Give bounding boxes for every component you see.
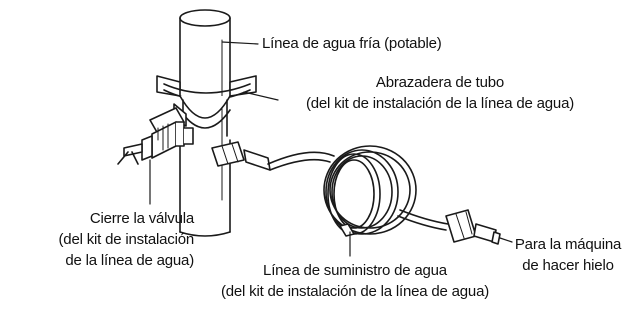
shutoff-valve [117,107,194,165]
water-pipe [179,9,231,237]
coiled-supply-line [267,145,449,237]
valve-nut [211,141,271,171]
label-pipe-clamp-line2: (del kit de instalación de la línea de a… [305,95,575,112]
label-pipe-clamp: Abrazadera de tubo (del kit de instalaci… [280,72,600,114]
label-supply-line-line2: (del kit de instalación de la línea de a… [220,283,490,300]
label-supply-line: Línea de suministro de agua (del kit de … [195,260,515,302]
label-supply-line-line1: Línea de suministro de agua [263,262,447,279]
end-fitting [445,209,501,245]
label-pipe-clamp-line1: Abrazadera de tubo [375,74,505,91]
label-ice-maker: Para la máquina de hacer hielo [506,234,630,276]
label-shutoff-valve-line2: (del kit de instalación [58,231,195,248]
leader-lines [149,41,513,257]
label-cold-water-line: Línea de agua fría (potable) [262,35,442,52]
label-shutoff-valve-line1: Cierre la válvula [89,210,194,227]
label-ice-maker-line1: Para la máquina [514,236,622,253]
label-ice-maker-line2: de hacer hielo [522,257,614,274]
label-shutoff-valve-line3: de la línea de agua) [65,252,194,269]
label-shutoff-valve: Cierre la válvula (del kit de instalació… [18,208,195,271]
